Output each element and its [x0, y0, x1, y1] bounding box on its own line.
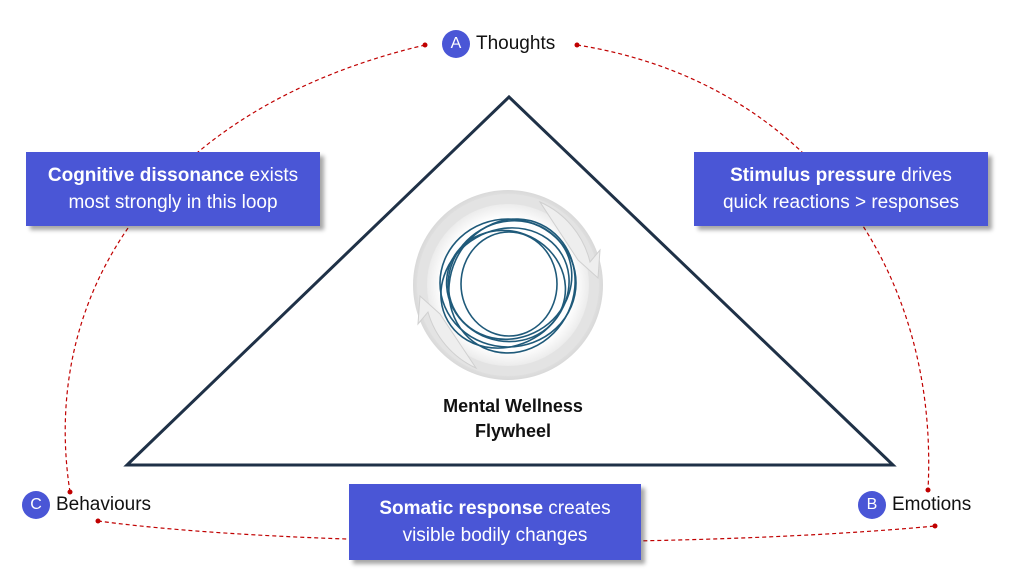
- callout-left-line1: Cognitive dissonance exists: [26, 162, 320, 189]
- callout-bottom-line2: visible bodily changes: [402, 525, 588, 546]
- node-b-badge: B: [858, 491, 886, 519]
- flywheel-title: Mental Wellness Flywheel: [400, 394, 626, 444]
- callout-right-rest: drives: [895, 165, 952, 186]
- node-a-label: Thoughts: [476, 33, 556, 54]
- connector-c-to-a: [64, 44, 426, 493]
- callout-right-bold: Stimulus pressure: [730, 165, 896, 186]
- connector-dot: [574, 42, 580, 48]
- callout-left-bold: Cognitive dissonance: [47, 165, 245, 186]
- node-b-label: Emotions: [892, 494, 972, 515]
- callout-right-line2: quick reactions > responses: [722, 192, 960, 213]
- callout-bottom-line1: Somatic response creates: [349, 495, 641, 522]
- connector-dot: [95, 518, 101, 524]
- flywheel-title-line1: Mental Wellness: [443, 396, 583, 416]
- callout-right-line1: Stimulus pressure drives: [694, 162, 988, 189]
- connector-dot: [67, 489, 73, 495]
- flywheel-icon: [413, 190, 603, 380]
- callout-bottom-bold: Somatic response: [379, 498, 544, 519]
- callout-bottom-rest: creates: [543, 498, 611, 519]
- callout-cognitive-dissonance: Cognitive dissonance exists most strongl…: [26, 152, 320, 226]
- connector-dot: [422, 42, 428, 48]
- callout-left-rest: exists: [244, 165, 299, 186]
- connector-dot: [932, 523, 938, 529]
- node-behaviours: C Behaviours: [22, 491, 151, 519]
- callout-somatic-response: Somatic response creates visible bodily …: [349, 484, 641, 560]
- node-a-badge: A: [442, 30, 470, 58]
- callout-left-line2: most strongly in this loop: [68, 192, 278, 213]
- callout-stimulus-pressure: Stimulus pressure drives quick reactions…: [694, 152, 988, 226]
- node-c-badge: C: [22, 491, 50, 519]
- node-thoughts: A Thoughts: [442, 30, 555, 58]
- connector-dot: [925, 487, 931, 493]
- node-c-label: Behaviours: [56, 494, 152, 515]
- node-emotions: B Emotions: [858, 491, 971, 519]
- flywheel-title-line2: Flywheel: [474, 421, 552, 441]
